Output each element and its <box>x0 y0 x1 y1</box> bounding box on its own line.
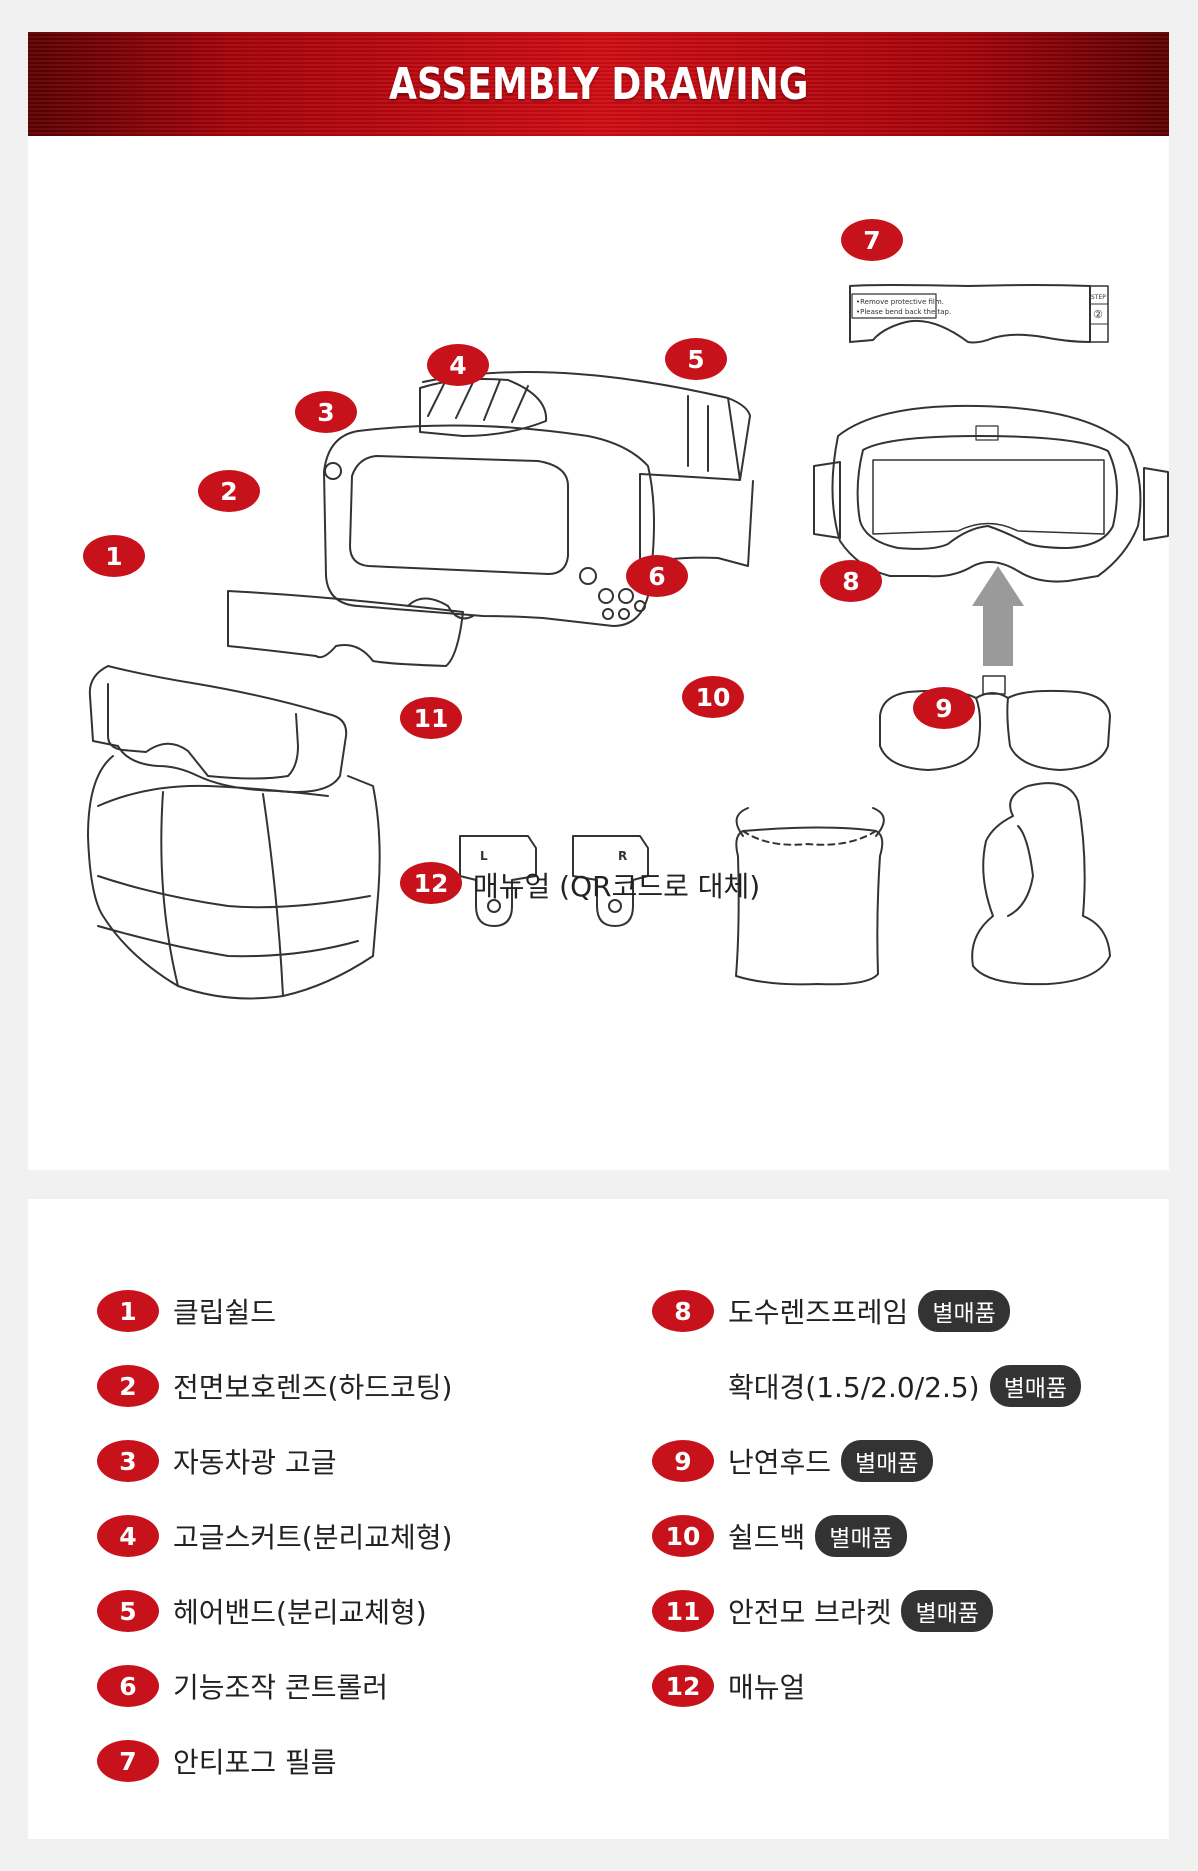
legend-label: 기능조작 콘트롤러 <box>173 1671 388 1704</box>
legend-item-1: 1 클립쉴드 <box>97 1289 276 1333</box>
legend-label: 클립쉴드 <box>173 1296 277 1329</box>
manual-qr-label: 매뉴얼 (QR코드로 대체) <box>473 870 761 903</box>
callout-badge-9: 9 <box>913 687 975 729</box>
legend-number-badge: 4 <box>97 1515 159 1557</box>
bracket-left-label: L <box>480 849 488 863</box>
legend-number-badge: 1 <box>97 1290 159 1332</box>
legend-label: 매뉴얼 <box>728 1671 806 1704</box>
legend-label: 확대경(1.5/2.0/2.5) <box>728 1371 980 1404</box>
legend-item-6: 6 기능조작 콘트롤러 <box>97 1664 388 1708</box>
legend-number-badge: 11 <box>652 1590 714 1632</box>
sold-separately-badge: 별매품 <box>989 1365 1082 1407</box>
sold-separately-badge: 별매품 <box>841 1440 933 1482</box>
legend-label: 자동차광 고글 <box>173 1446 337 1479</box>
prescription-frame-drawing <box>879 675 1111 771</box>
callout-badge-3: 3 <box>295 391 357 433</box>
legend-label: 도수렌즈프레임 <box>728 1296 909 1329</box>
legend-item-11: 11 안전모 브라켓 별매품 <box>652 1589 993 1633</box>
callout-badge-2: 2 <box>198 470 260 512</box>
callout-badge-12: 12 <box>400 862 462 904</box>
legend-item-4: 4 고글스커트(분리교체형) <box>97 1514 452 1558</box>
legend-number-badge: 2 <box>97 1365 159 1407</box>
bracket-right-label: R <box>618 849 627 863</box>
legend-label: 쉴드백 <box>728 1521 806 1554</box>
legend-item-12: 12 매뉴얼 <box>652 1664 805 1708</box>
sold-separately-badge: 별매품 <box>918 1290 1010 1332</box>
legend-item-5: 5 헤어밴드(분리교체형) <box>97 1589 427 1633</box>
assembly-panel: ASSEMBLY DRAWING <box>28 32 1169 1170</box>
film-text-1: •Remove protective film. <box>856 298 944 306</box>
sold-separately-badge: 별매품 <box>901 1590 993 1632</box>
front-protective-lens-drawing <box>227 590 464 667</box>
legend-item-9: 9 난연후드 별매품 <box>652 1439 933 1483</box>
callout-badge-5: 5 <box>665 338 727 380</box>
callout-badge-6: 6 <box>626 555 688 597</box>
shield-bag-drawing <box>735 807 885 986</box>
parts-illustration: •Remove protective film. •Please bend ba… <box>87 284 1169 1000</box>
goggle-assembly-drawing <box>323 371 754 627</box>
legend-number-badge: 5 <box>97 1590 159 1632</box>
anti-fog-film-drawing <box>849 284 1109 344</box>
legend-label: 전면보호렌즈(하드코팅) <box>173 1371 453 1404</box>
legend-item-10: 10 쉴드백 별매품 <box>652 1514 907 1558</box>
legend-label: 안티포그 필름 <box>173 1746 337 1779</box>
goggle-front-view-drawing <box>813 404 1169 583</box>
legend-number-badge: 8 <box>652 1290 714 1332</box>
legend-label: 난연후드 <box>728 1446 832 1479</box>
parts-legend-panel: 1 클립쉴드 2 전면보호렌즈(하드코팅) 3 자동차광 고글 4 고글스커트(… <box>28 1199 1169 1839</box>
legend-number-badge: 7 <box>97 1740 159 1782</box>
legend-number-badge: 10 <box>652 1515 714 1557</box>
legend-item-2: 2 전면보호렌즈(하드코팅) <box>97 1364 452 1408</box>
legend-label: 고글스커트(분리교체형) <box>173 1521 453 1554</box>
legend-label: 안전모 브라켓 <box>728 1596 892 1629</box>
legend-number-badge: 3 <box>97 1440 159 1482</box>
film-step-label: STEP <box>1091 294 1106 301</box>
page-title: ASSEMBLY DRAWING <box>388 58 809 110</box>
legend-item-8: 8 도수렌즈프레임 별매품 <box>652 1289 1010 1333</box>
callout-badge-11: 11 <box>400 697 462 739</box>
arrow-up-icon <box>972 566 1024 666</box>
legend-item-3: 3 자동차광 고글 <box>97 1439 336 1483</box>
legend-item-magnifier: 확대경(1.5/2.0/2.5) 별매품 <box>728 1364 1082 1408</box>
callout-badge-7: 7 <box>841 219 903 261</box>
film-step-number: ② <box>1093 308 1103 321</box>
legend-number-badge: 9 <box>652 1440 714 1482</box>
sold-separately-badge: 별매품 <box>815 1515 907 1557</box>
legend-number-badge: 12 <box>652 1665 714 1707</box>
helmet-bracket-drawing <box>459 835 649 927</box>
clip-shield-drawing <box>87 665 381 1000</box>
hood-drawing <box>971 782 1111 986</box>
callout-badge-1: 1 <box>83 535 145 577</box>
callout-badge-10: 10 <box>682 676 744 718</box>
assembly-diagram: •Remove protective film. •Please bend ba… <box>28 136 1169 1170</box>
header-banner: ASSEMBLY DRAWING <box>28 32 1169 136</box>
callout-badge-4: 4 <box>427 344 489 386</box>
film-text-2: •Please bend back the tap. <box>856 308 951 316</box>
callout-badge-8: 8 <box>820 560 882 602</box>
legend-item-7: 7 안티포그 필름 <box>97 1739 336 1783</box>
legend-number-badge: 6 <box>97 1665 159 1707</box>
legend-label: 헤어밴드(분리교체형) <box>173 1596 427 1629</box>
